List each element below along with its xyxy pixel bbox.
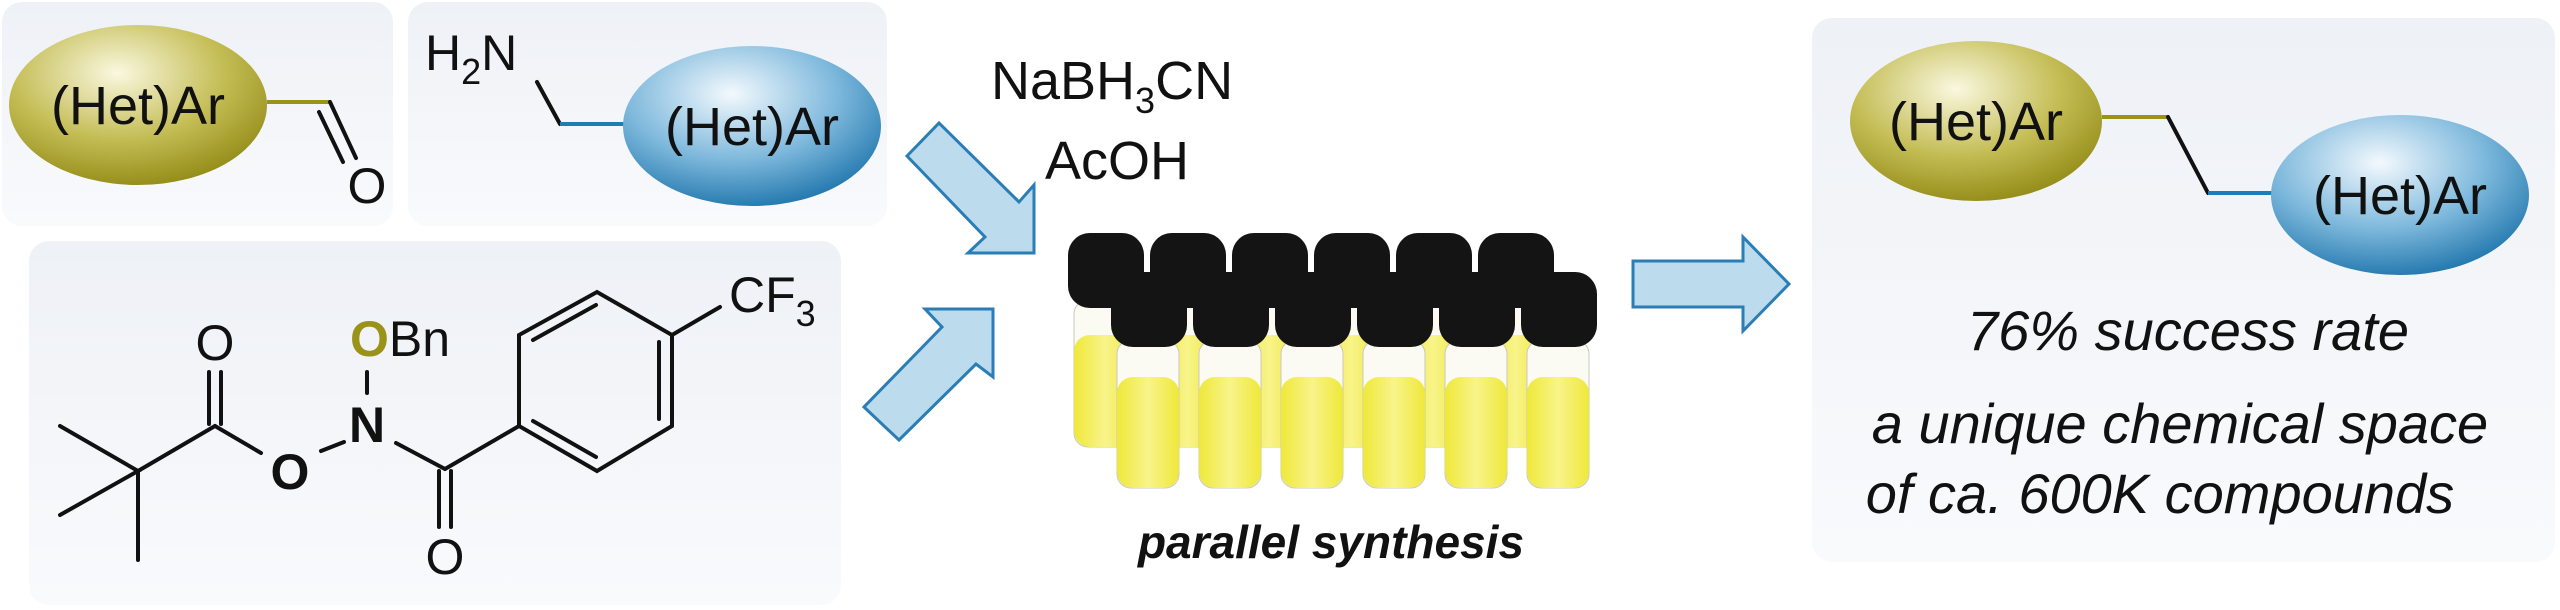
amide-aryl-bond <box>443 424 521 471</box>
gold-aryl-ellipse <box>9 25 267 185</box>
tbu-carbonyl-bond <box>136 424 217 473</box>
ester-o-bond <box>213 424 263 455</box>
nitrogen-atom: N <box>349 397 385 453</box>
obn-group: OBn <box>350 311 450 367</box>
vial-cap <box>1111 272 1187 347</box>
amide-carbonyl-oxygen: O <box>426 529 465 585</box>
o-n-bond <box>319 440 346 453</box>
amine-group: H2N <box>425 25 517 92</box>
vial-liquid <box>1363 377 1425 488</box>
ring-double-3 <box>531 419 598 459</box>
condition-acid: AcOH <box>1045 131 1189 191</box>
aldehyde-structure: (Het)Ar O <box>9 25 386 214</box>
compound-count-text: of ca. 600K compounds <box>1866 462 2454 525</box>
aldehyde-aryl-label: (Het)Ar <box>51 76 225 136</box>
product-gold-aryl-ellipse <box>1850 41 2102 201</box>
upper-input-arrow <box>904 120 1036 255</box>
vial-liquid <box>1281 377 1343 488</box>
product-blue-aryl-ellipse <box>2271 115 2529 275</box>
vial-liquid <box>1527 377 1589 488</box>
aminating-reagent-structure: O O N OBn O CF3 <box>58 267 816 585</box>
cf3-group: CF3 <box>729 267 816 334</box>
blue-aryl-ellipse <box>623 46 881 206</box>
reagent-panel <box>29 241 841 605</box>
vial-array-illustration <box>1068 233 1597 489</box>
ester-carbonyl-oxygen: O <box>196 315 235 371</box>
ring-double-1 <box>531 303 598 342</box>
vial-cap <box>1275 272 1351 347</box>
product-right-aryl-label: (Het)Ar <box>2313 166 2487 226</box>
vial-liquid <box>1445 377 1507 488</box>
aldehyde-double-bond-b <box>317 110 345 164</box>
output-arrow <box>1631 233 1792 335</box>
product-left-aryl-label: (Het)Ar <box>1889 92 2063 152</box>
n-amide-bond <box>394 441 447 471</box>
aldehyde-double-bond-a <box>328 100 358 160</box>
vial-liquid <box>1199 377 1261 488</box>
vial-cap <box>1193 272 1269 347</box>
chemical-space-text: a unique chemical space <box>1872 392 2488 455</box>
success-rate-text: 76% success rate <box>1967 299 2409 362</box>
vial-cap <box>1357 272 1433 347</box>
condition-reductant: NaBH3CN <box>991 51 1233 121</box>
product-ethylene-bond <box>2166 115 2210 195</box>
aldehyde-oxygen: O <box>348 158 387 214</box>
vial-cap <box>1439 272 1515 347</box>
cf3-bond <box>670 305 722 337</box>
amine-structure: H2N (Het)Ar <box>425 25 881 206</box>
product-structure: (Het)Ar (Het)Ar <box>1850 41 2529 275</box>
amine-ch2-bond <box>535 80 562 126</box>
lower-input-arrow <box>861 307 995 443</box>
ester-oxygen: O <box>271 444 310 500</box>
amine-aryl-label: (Het)Ar <box>665 97 839 157</box>
vial-liquid <box>1117 377 1179 488</box>
vial-cap <box>1521 272 1597 347</box>
parallel-synthesis-caption: parallel synthesis <box>1136 516 1524 568</box>
